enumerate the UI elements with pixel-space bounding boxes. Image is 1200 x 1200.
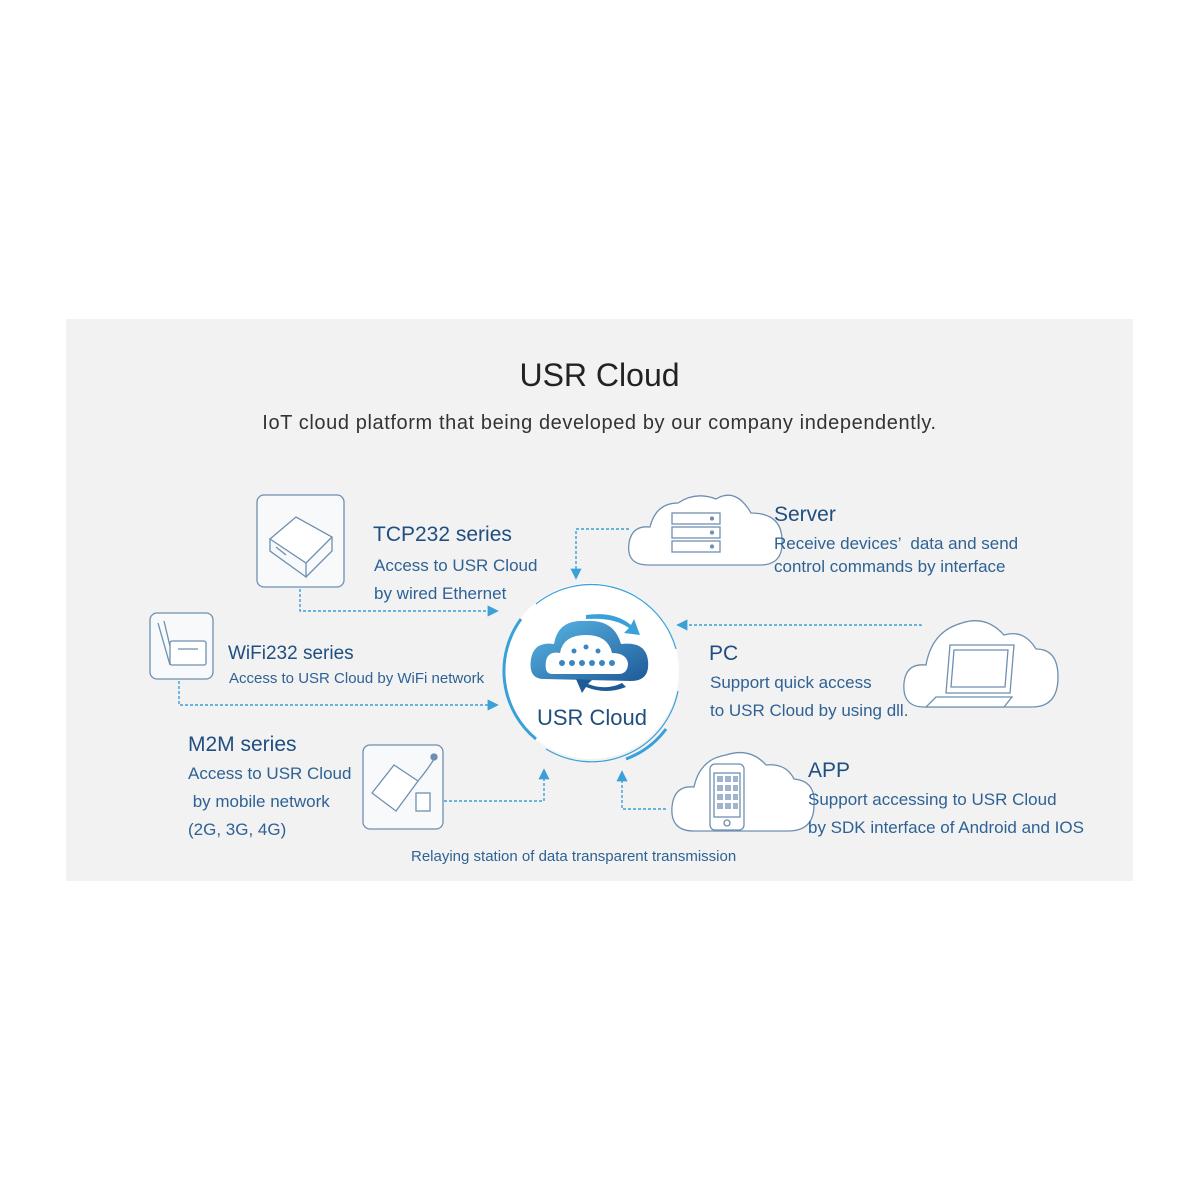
diagram-caption: Relaying station of data transparent tra… — [411, 848, 737, 865]
phone-cloud-icon — [671, 751, 815, 832]
wifi232-device-icon — [149, 612, 214, 680]
m2m-title: M2M series — [188, 733, 297, 756]
wifi232-line1: Access to USR Cloud by WiFi network — [229, 670, 485, 687]
app-connector — [616, 770, 666, 810]
app-line1: Support accessing to USR Cloud — [808, 790, 1057, 809]
m2m-line2: by mobile network — [188, 792, 330, 811]
page-title: USR Cloud — [519, 357, 680, 393]
tcp232-line1: Access to USR Cloud — [374, 556, 538, 575]
m2m-device-icon — [362, 744, 444, 830]
server-connector — [570, 528, 629, 580]
connector-lines — [178, 528, 922, 810]
tcp232-line2: by wired Ethernet — [374, 584, 507, 603]
usr-cloud-logo-icon — [530, 614, 649, 693]
pc-line2: to USR Cloud by using dll. — [710, 701, 909, 720]
app-line2: by SDK interface of Android and IOS — [808, 818, 1084, 837]
tcp232-device-icon — [256, 494, 345, 588]
diagram-panel: USR Cloud IoT cloud platform that being … — [66, 319, 1133, 881]
tcp232-connector — [299, 589, 499, 617]
laptop-cloud-icon — [903, 620, 1059, 708]
pc-line1: Support quick access — [710, 673, 872, 692]
wifi232-connector — [178, 681, 499, 711]
m2m-line3: (2G, 3G, 4G) — [188, 820, 287, 839]
app-title: APP — [808, 759, 851, 782]
wifi232-title: WiFi232 series — [228, 643, 354, 664]
page-subtitle: IoT cloud platform that being developed … — [262, 412, 937, 434]
pc-connector — [676, 619, 922, 631]
server-title: Server — [774, 503, 836, 526]
tcp232-title: TCP232 series — [373, 523, 512, 546]
diagram-graphics — [149, 494, 1059, 832]
server-cloud-icon — [627, 494, 783, 566]
pc-title: PC — [709, 642, 739, 665]
server-line2: control commands by interface — [774, 557, 1006, 576]
m2m-line1: Access to USR Cloud — [188, 764, 352, 783]
center-label: USR Cloud — [536, 705, 648, 730]
m2m-connector — [444, 768, 550, 802]
server-line1: Receive devices’ data and send — [774, 534, 1019, 553]
